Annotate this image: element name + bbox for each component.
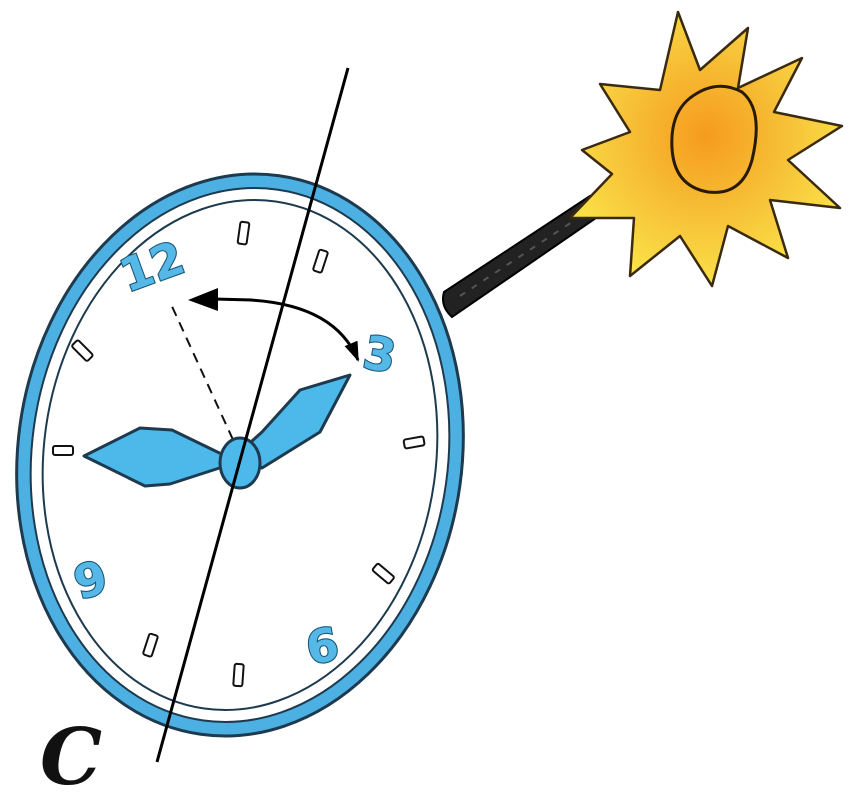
direction-label: C xyxy=(40,712,102,794)
wall-clock: 12 3 6 9 xyxy=(0,145,499,765)
sun-rays xyxy=(570,12,842,286)
tick-mark xyxy=(53,446,73,455)
arrow-left-shaft xyxy=(214,299,252,300)
tick-mark xyxy=(233,664,244,687)
sun-icon xyxy=(570,12,842,286)
tick-mark xyxy=(238,222,250,245)
